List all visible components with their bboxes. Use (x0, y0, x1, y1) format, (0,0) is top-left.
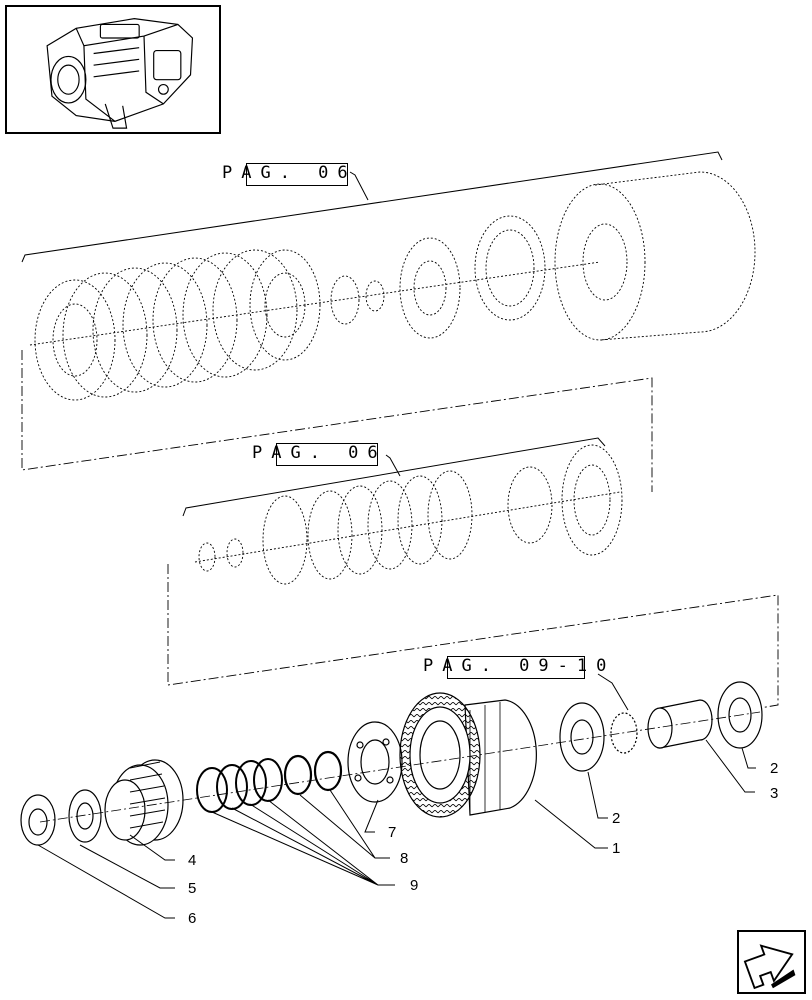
callout-9: 9 (410, 877, 419, 894)
middle-group-bracket (182, 437, 606, 517)
page-reference-2-box (276, 443, 378, 466)
middle-clutch-pack (194, 444, 623, 585)
callout-5: 5 (188, 880, 197, 897)
page-reference-1[interactable]: PAG. 06 (222, 163, 357, 183)
callout-leaders (37, 739, 756, 919)
callout-1: 1 (612, 840, 621, 857)
callout-7: 7 (388, 824, 397, 841)
callout-6: 6 (188, 910, 197, 927)
upper-connector-frame (21, 350, 653, 492)
page-reference-3-box (447, 656, 585, 679)
lower-reference-leader (597, 673, 629, 711)
transmission-housing-icon (46, 18, 194, 129)
callout-2: 2 (612, 810, 621, 827)
next-page-arrow-icon (743, 944, 796, 990)
page-reference-2[interactable]: PAG. 06 (252, 443, 387, 463)
axis-center-line (39, 711, 761, 823)
callout-3: 3 (770, 785, 779, 802)
page-reference-1-box (246, 163, 348, 186)
lower-parts (20, 681, 763, 846)
upper-group-bracket (21, 151, 723, 263)
callout-4: 4 (188, 852, 197, 869)
callout-2-right: 2 (770, 760, 779, 777)
callout-8: 8 (400, 850, 409, 867)
assembly-thumbnail (5, 5, 221, 134)
middle-connector-frame (167, 564, 779, 709)
upper-clutch-pack (29, 171, 756, 401)
next-page-button[interactable] (737, 930, 806, 994)
